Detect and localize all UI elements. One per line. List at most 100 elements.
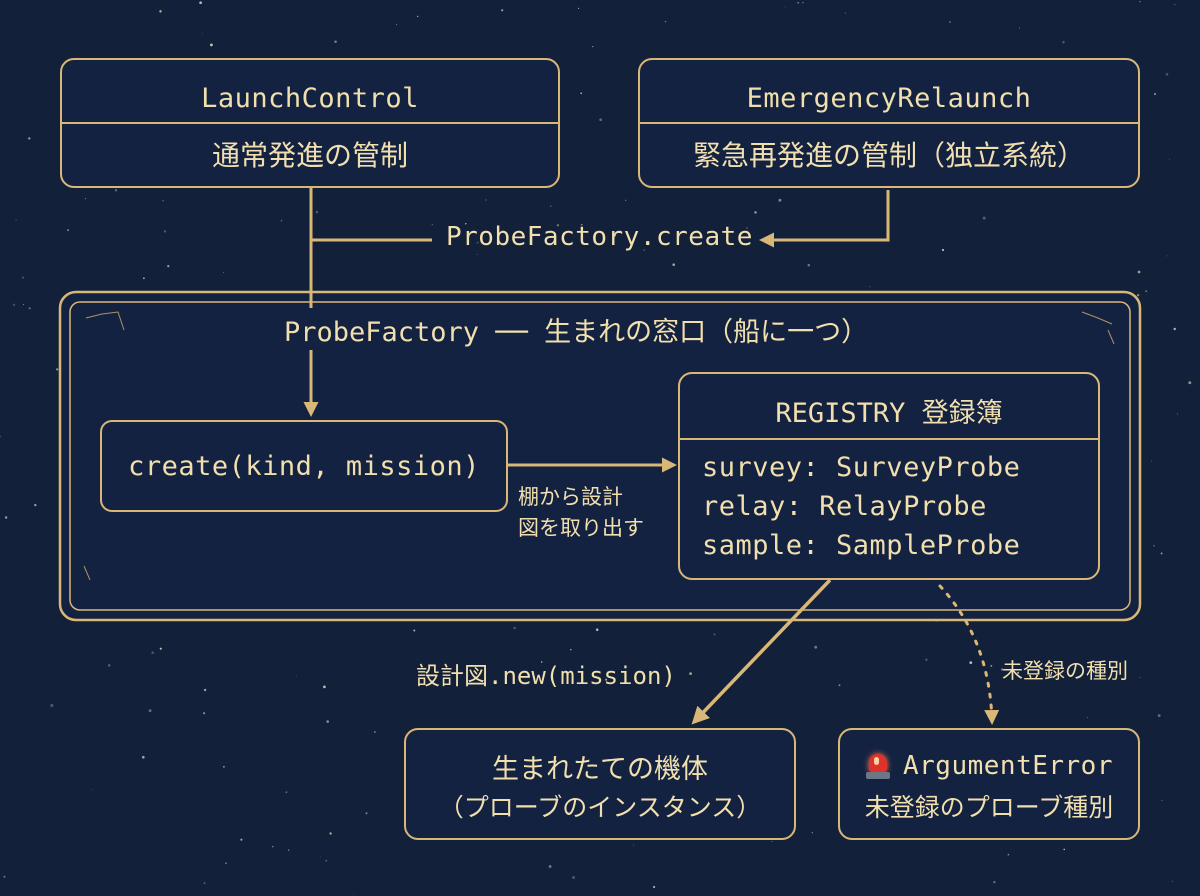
star [28,307,31,310]
star [334,40,337,43]
star [1171,880,1174,883]
star [948,21,951,23]
star [784,6,786,8]
probe-instance-node: 生まれたての機体 （プローブのインスタンス） [404,728,796,840]
star [580,92,583,95]
star [22,276,25,279]
emergency-relaunch-description: 緊急再発進の管制（独立系統） [692,139,1085,172]
star [578,7,580,9]
star [240,838,243,841]
star [417,15,419,18]
star [540,661,543,663]
argument-error-name: ArgumentError [903,751,1113,781]
factory-call-label: ProbeFactory.create [446,222,753,252]
star [12,303,16,306]
star [163,230,167,233]
registry-divider [680,438,1098,440]
star [613,233,617,237]
star [1087,717,1089,718]
star [287,849,290,851]
registry-entries: survey: SurveyProbe relay: RelayProbe sa… [702,448,1020,565]
star [28,137,31,140]
star [778,198,782,202]
star [199,1,202,5]
star [22,304,25,306]
argument-error-title-row: ArgumentError [840,746,1138,786]
star [746,227,748,229]
star [664,20,667,23]
star [1153,545,1155,547]
registry-node: REGISTRY 登録簿 survey: SurveyProbe relay: … [678,372,1100,580]
factory-title: ProbeFactory ── 生まれの窓口（船に一つ） [284,317,869,348]
star [653,885,656,889]
star [844,12,846,14]
constellation-decoration [1081,311,1113,325]
probe-instance-line1: 生まれたての機体 [492,753,708,785]
star [431,223,433,226]
star [201,33,203,34]
star [556,223,560,227]
star [869,286,871,288]
constellation-decoration [85,311,125,331]
star [1001,668,1004,671]
star [501,9,504,12]
emergency-connector [759,190,890,248]
star [982,216,986,220]
star [993,880,996,884]
star [592,45,594,48]
star [209,43,213,47]
star [1157,714,1161,718]
star [4,516,8,519]
star [990,664,993,667]
star [285,791,288,794]
star [1139,0,1141,3]
star [580,223,583,226]
star [142,755,145,759]
star [1168,158,1171,160]
star [625,199,627,201]
star [811,832,813,834]
star [1166,255,1168,257]
star [203,688,207,692]
star [323,685,326,689]
star [1090,674,1092,676]
star [1145,290,1148,292]
star [1154,93,1156,95]
star [15,219,17,221]
constellation-decoration [1107,329,1115,345]
star [925,658,928,661]
argument-error-description: 未登録のプローブ種別 [864,793,1114,822]
star [1165,72,1169,76]
star [754,211,757,214]
star [325,859,328,862]
star [1174,4,1176,6]
star [167,264,170,268]
star [1007,853,1010,856]
star [1062,41,1065,44]
star [3,875,6,878]
launch-control-node: LaunchControl 通常発進の管制 [60,58,560,188]
star [319,856,321,858]
star [1150,460,1152,462]
star [50,704,54,707]
star [807,263,811,267]
star [34,503,37,507]
registry-to-instance-arrow [691,578,832,725]
star [222,765,225,768]
registry-entry: relay: RelayProbe [702,491,987,522]
star [1063,848,1066,851]
star [1176,413,1178,415]
star [159,10,162,13]
star [465,222,467,225]
create-method-node: create(kind, mission) [100,420,508,512]
star [223,271,225,273]
star [0,435,2,438]
emergency-relaunch-node: EmergencyRelaunch 緊急再発進の管制（独立系統） [638,58,1140,188]
star [605,678,608,681]
instantiate-edge-label: 設計図.new(mission) [416,662,676,690]
star [151,651,155,655]
star [570,649,572,651]
star [643,249,645,251]
star [162,199,165,202]
star [280,219,283,222]
